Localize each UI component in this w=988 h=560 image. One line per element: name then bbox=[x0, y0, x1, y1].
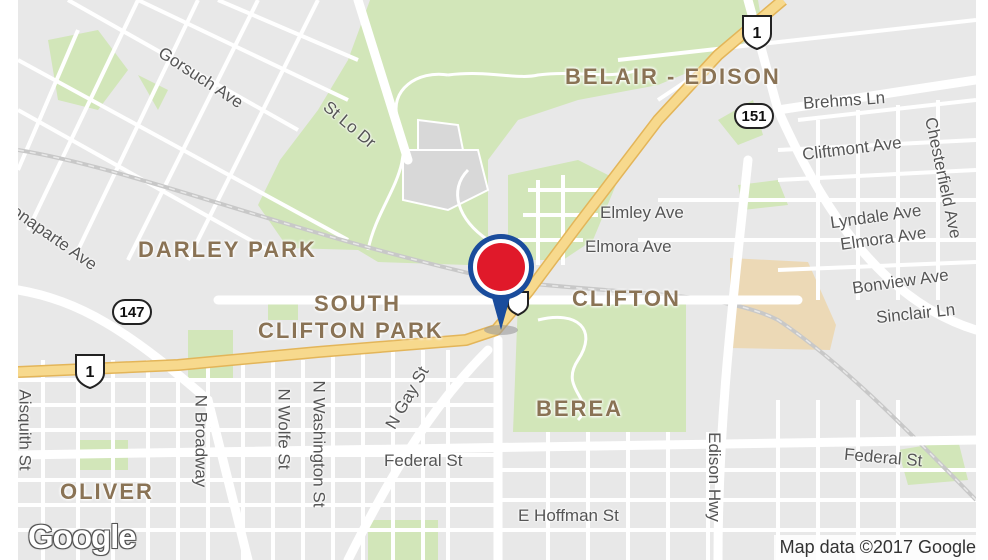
street-label-n-broadway: N Broadway bbox=[191, 394, 211, 488]
us-route-1-number: 1 bbox=[753, 25, 762, 42]
us-route-1-west-shield-icon: 1 bbox=[72, 353, 108, 394]
map-attribution[interactable]: Map data ©2017 Google bbox=[773, 535, 988, 560]
street-label-elmora-ave: Elmora Ave bbox=[585, 237, 672, 256]
neighborhood-label-belair-edison: BELAIR - EDISON bbox=[565, 64, 781, 89]
neighborhood-label-berea: BEREA bbox=[536, 396, 624, 421]
street-label-edison-hwy: Edison Hwy bbox=[704, 432, 724, 522]
park-areas bbox=[48, 0, 968, 560]
neighborhood-label-clifton: CLIFTON bbox=[572, 286, 681, 311]
street-label-aisquith-st: Aisquith St bbox=[18, 389, 35, 471]
partial-route-shield-icon bbox=[506, 290, 530, 321]
state-route-151-number: 151 bbox=[741, 108, 766, 125]
map-view[interactable]: BELAIR - EDISON DARLEY PARK SOUTH CLIFTO… bbox=[18, 0, 976, 560]
neighborhood-label-oliver: OLIVER bbox=[60, 479, 154, 504]
street-label-n-wolfe-st: N Wolfe St bbox=[274, 388, 294, 470]
state-route-147-number: 147 bbox=[119, 304, 144, 321]
google-logo[interactable]: Google bbox=[28, 518, 137, 555]
map-canvas[interactable] bbox=[18, 0, 976, 560]
neighborhood-label-south-clifton-park: SOUTH bbox=[314, 291, 401, 316]
us-route-1-west-number: 1 bbox=[86, 364, 95, 381]
neighborhood-label-south-clifton-park-line2: CLIFTON PARK bbox=[258, 318, 444, 343]
state-route-151-shield-icon: 151 bbox=[734, 103, 774, 134]
street-label-n-washington-st: N Washington St bbox=[309, 380, 329, 508]
buildings bbox=[402, 118, 490, 212]
street-label-federal-st-west: Federal St bbox=[384, 451, 463, 470]
street-label-elmley-ave: Elmley Ave bbox=[600, 203, 684, 222]
railway bbox=[18, 148, 976, 502]
street-label-e-hoffman-st: E Hoffman St bbox=[518, 506, 619, 525]
state-route-147-shield-icon: 147 bbox=[112, 299, 152, 330]
neighborhood-label-darley-park: DARLEY PARK bbox=[138, 237, 317, 262]
map-pin-icon[interactable] bbox=[464, 232, 538, 341]
us-route-1-shield-icon: 1 bbox=[739, 14, 775, 55]
